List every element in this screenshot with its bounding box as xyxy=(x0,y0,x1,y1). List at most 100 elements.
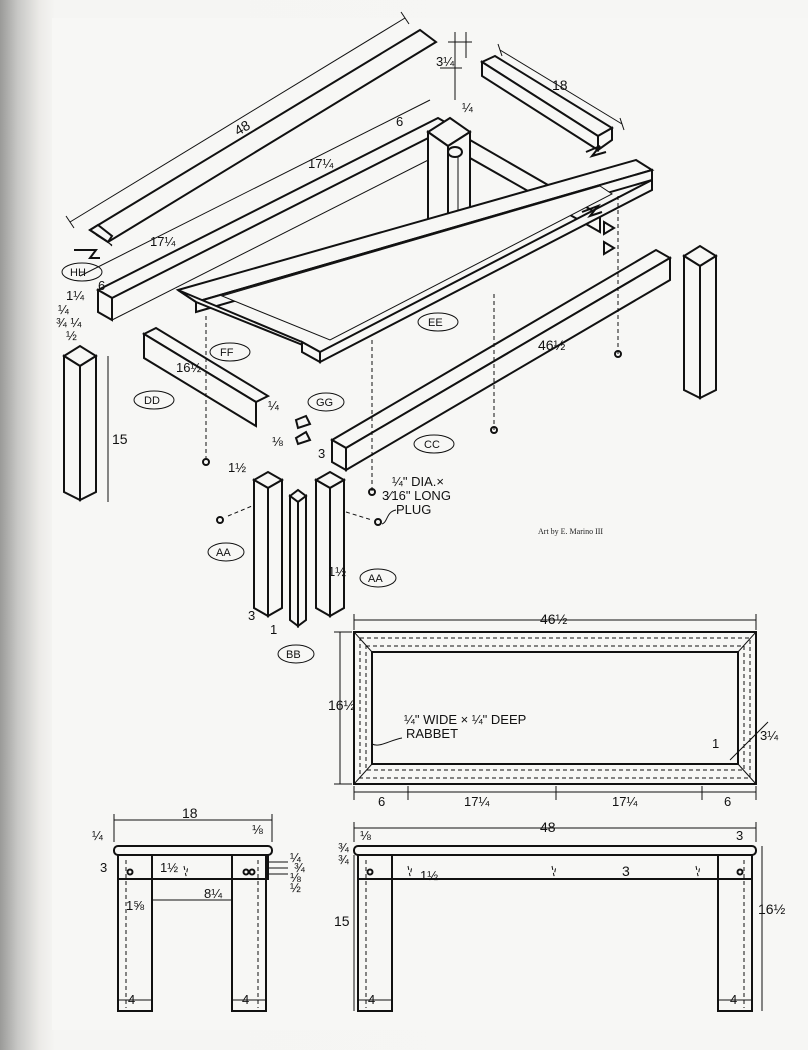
dim-front-4b: 4 xyxy=(730,992,737,1007)
dim-top-6: 6 xyxy=(396,114,403,129)
dim-aa-1h-a: 1½ xyxy=(228,460,246,475)
dim-top-17q: 17¼ xyxy=(150,234,175,249)
dim-t-3q-q: ¾ ¼ xyxy=(56,315,81,330)
dim-front-16h: 16½ xyxy=(758,901,786,917)
dim-front-48: 48 xyxy=(540,819,556,835)
wedge-2 xyxy=(603,240,616,256)
svg-text:AA: AA xyxy=(368,573,383,585)
gg-wedge-1 xyxy=(294,414,312,430)
dim-front-15: 15 xyxy=(334,913,350,929)
label-gg: GG xyxy=(307,392,345,412)
svg-text:FF: FF xyxy=(220,347,234,359)
rabbet-note-2: RABBET xyxy=(406,726,458,741)
bb-strip xyxy=(288,488,308,628)
wedge-1 xyxy=(603,220,616,236)
svg-text:AA: AA xyxy=(216,547,231,559)
dim-aa-1h-b: 1½ xyxy=(328,564,346,579)
rabbet-note-1: ¼" WIDE × ¼" DEEP xyxy=(404,712,526,727)
dim-gg-1e: ⅛ xyxy=(272,434,283,449)
dim-end-1h: 1½ xyxy=(160,860,178,875)
dim-cc-3: 3 xyxy=(318,446,325,461)
end-view xyxy=(113,814,288,1012)
spline-piece xyxy=(581,203,603,219)
art-credit: Art by E. Marino III xyxy=(538,527,604,536)
label-cc: CC xyxy=(413,434,455,454)
dim-front-3: 3 xyxy=(736,828,743,843)
svg-text:BB: BB xyxy=(286,649,301,661)
dim-end-1h2: ½ xyxy=(290,880,301,895)
dim-top-rail-48: 48 xyxy=(231,117,253,139)
svg-text:HH: HH xyxy=(70,267,86,279)
dim-end-q2: ¼ xyxy=(290,850,301,865)
top-frame-ee xyxy=(175,158,655,364)
svg-text:CC: CC xyxy=(424,439,440,451)
label-ee: EE xyxy=(417,312,459,332)
joint-detail xyxy=(440,32,472,100)
dim-plan-17qb: 17¼ xyxy=(612,794,637,809)
dim-bb-1: 1 xyxy=(270,622,277,637)
dim-side-18: 18 xyxy=(552,77,568,93)
plug-note-2: 3⁄16" LONG xyxy=(382,488,451,503)
plan-view xyxy=(334,614,769,800)
dim-joint-3q: 3¼ xyxy=(436,54,454,69)
dim-front-3mid: 3 xyxy=(622,863,630,879)
top-rail-48 xyxy=(65,11,438,247)
rail-dd xyxy=(141,326,271,428)
dim-front-4a: 4 xyxy=(368,992,375,1007)
gg-wedge-2 xyxy=(294,430,312,446)
dim-left-6: 6 xyxy=(98,278,105,293)
dim-front-3q2: ¾ xyxy=(338,852,349,867)
label-ff: FF xyxy=(209,342,251,362)
dim-end-1e: ⅛ xyxy=(252,822,263,837)
dim-end-8q: 8¼ xyxy=(204,886,222,901)
dim-end-3q: ¾ xyxy=(294,860,305,875)
side-rail-18 xyxy=(479,43,625,158)
dim-front-3q: ¾ xyxy=(338,840,349,855)
dim-plan-6b: 6 xyxy=(724,794,731,809)
leg-aa-right xyxy=(313,470,347,618)
dim-end-q: ¼ xyxy=(92,828,103,843)
dim-leg-15: 15 xyxy=(112,431,128,447)
front-view xyxy=(353,822,763,1012)
dim-t-1q: 1¼ xyxy=(66,288,84,303)
label-aa-right: AA xyxy=(359,568,397,588)
left-leg xyxy=(62,344,98,502)
leg-aa-left xyxy=(251,470,285,618)
svg-text:DD: DD xyxy=(144,395,160,407)
dim-t-h: ½ xyxy=(66,328,77,343)
dim-aa-3: 3 xyxy=(248,608,255,623)
dim-end-1e2: ⅛ xyxy=(290,870,301,885)
dim-plan-16h: 16½ xyxy=(328,697,356,713)
dim-plan-3q: 3¼ xyxy=(760,728,778,743)
label-aa-left: AA xyxy=(207,542,245,562)
dim-plan-17qa: 17¼ xyxy=(464,794,489,809)
screws xyxy=(202,196,622,526)
svg-text:GG: GG xyxy=(316,397,333,409)
right-leg xyxy=(682,244,718,400)
label-bb: BB xyxy=(277,644,315,664)
label-dd: DD xyxy=(133,390,175,410)
dim-plan-1: 1 xyxy=(712,736,719,751)
dim-end-4a: 4 xyxy=(128,992,135,1007)
dim-front-1e: ⅛ xyxy=(360,828,371,843)
plug-note-1: ¼" DIA.× xyxy=(392,474,444,489)
rail-cc xyxy=(330,248,672,472)
dim-gg-q: ¼ xyxy=(268,398,279,413)
dim-cc-46h: 46½ xyxy=(538,337,566,353)
dim-plan-46h: 46½ xyxy=(540,611,568,627)
dim-end-18: 18 xyxy=(182,805,198,821)
dim-t-q: ¼ xyxy=(58,302,69,317)
svg-text:EE: EE xyxy=(428,317,443,329)
dim-end-3: 3 xyxy=(100,860,107,875)
label-hh: HH xyxy=(61,262,103,282)
dim-mid-17q: 17¼ xyxy=(308,156,333,171)
dim-dd-16h: 16½ xyxy=(176,360,201,375)
dim-front-1h: 1½ xyxy=(420,868,438,883)
dim-joint-q: ¼ xyxy=(462,100,473,115)
dim-end-1hb: 1⅝ xyxy=(126,898,144,913)
dim-end-4b: 4 xyxy=(242,992,249,1007)
dim-plan-6a: 6 xyxy=(378,794,385,809)
plug-note-3: PLUG xyxy=(396,502,431,517)
